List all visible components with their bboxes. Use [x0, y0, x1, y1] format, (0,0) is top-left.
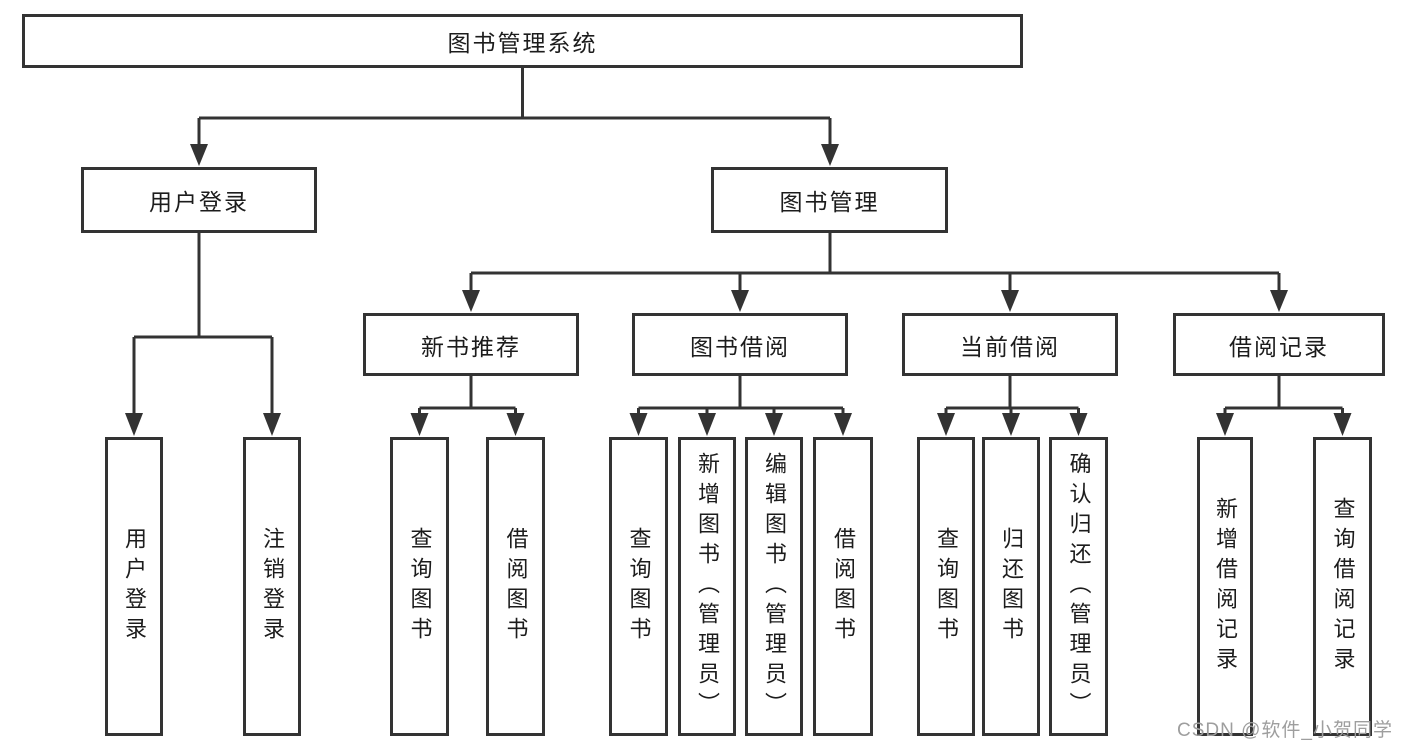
node-new-book-recommend: 新书推荐: [363, 313, 579, 376]
connector-records-fan: [1223, 376, 1344, 416]
node-label: 查询图书: [626, 526, 652, 647]
csdn-watermark: CSDN @软件_小贺同学: [1177, 720, 1393, 741]
node-label: 编辑图书（管理员）: [762, 451, 787, 722]
node-label: 用户登录: [122, 526, 147, 647]
node-label: 注销登录: [260, 526, 285, 647]
node-label: 图书借阅: [690, 333, 790, 360]
node-user-login-group: 用户登录: [81, 167, 317, 233]
node-book-borrow: 图书借阅: [632, 313, 848, 376]
arrowheads: [125, 144, 1352, 436]
node-label: 借阅图书: [831, 526, 856, 647]
arrow-icon: [190, 144, 208, 166]
node-label: 查询借阅记录: [1330, 496, 1356, 677]
node-label: 用户登录: [149, 189, 249, 215]
connector-mgmt-fan: [469, 233, 1281, 293]
node-book-management: 图书管理: [711, 167, 948, 233]
arrow-icon: [821, 144, 839, 166]
connector-newbook-fan: [418, 376, 517, 416]
node-root-system: 图书管理系统: [22, 14, 1023, 68]
node-borrow-records: 借阅记录: [1173, 313, 1385, 376]
node-leaf-add-borrow-record: 新增借阅记录: [1197, 437, 1253, 736]
arrow-icon: [1333, 413, 1352, 436]
arrow-icon: [462, 290, 480, 312]
node-label: 查询图书: [934, 526, 959, 647]
arrow-icon: [765, 413, 783, 436]
node-label: 新增借阅记录: [1213, 496, 1238, 677]
arrow-icon: [1002, 413, 1020, 436]
arrow-icon: [937, 413, 955, 436]
node-label: 借阅记录: [1229, 333, 1329, 360]
connector-borrow-fan: [637, 376, 845, 416]
node-leaf-add-books-admin: 新增图书（管理员）: [678, 437, 736, 736]
node-leaf-confirm-return-admin: 确认归还（管理员）: [1049, 437, 1108, 736]
node-current-borrow: 当前借阅: [902, 313, 1118, 376]
arrow-icon: [506, 413, 525, 436]
node-leaf-borrow-books-1: 借阅图书: [486, 437, 545, 736]
arrow-icon: [1216, 413, 1234, 436]
arrow-icon: [1069, 413, 1088, 436]
node-label: 查询图书: [407, 526, 433, 647]
arrow-icon: [263, 413, 281, 436]
node-leaf-query-books-3: 查询图书: [917, 437, 975, 736]
node-leaf-query-borrow-record: 查询借阅记录: [1313, 437, 1372, 736]
arrow-icon: [731, 290, 749, 312]
node-leaf-edit-books-admin: 编辑图书（管理员）: [745, 437, 803, 736]
connector-root-stem: [197, 68, 832, 147]
node-leaf-logout: 注销登录: [243, 437, 301, 736]
arrow-icon: [834, 413, 852, 436]
connector-current-fan: [944, 376, 1080, 416]
node-label: 新书推荐: [421, 333, 521, 360]
arrow-icon: [1001, 290, 1019, 312]
arrow-icon: [125, 413, 143, 436]
node-label: 当前借阅: [960, 333, 1060, 360]
node-label: 借阅图书: [503, 526, 529, 647]
node-leaf-user-login: 用户登录: [105, 437, 163, 736]
arrow-icon: [1270, 290, 1288, 312]
node-label: 归还图书: [999, 526, 1024, 647]
node-label: 图书管理: [779, 189, 880, 215]
node-label: 新增图书（管理员）: [695, 451, 720, 722]
node-label: 图书管理系统: [447, 30, 598, 56]
node-leaf-borrow-books-2: 借阅图书: [813, 437, 873, 736]
connector-login-fan: [132, 233, 274, 416]
arrow-icon: [410, 413, 429, 436]
arrow-icon: [629, 413, 648, 436]
node-leaf-return-books: 归还图书: [982, 437, 1040, 736]
node-label: 确认归还（管理员）: [1066, 451, 1092, 722]
node-leaf-query-books-1: 查询图书: [390, 437, 449, 736]
arrow-icon: [698, 413, 716, 436]
node-leaf-query-books-2: 查询图书: [609, 437, 668, 736]
